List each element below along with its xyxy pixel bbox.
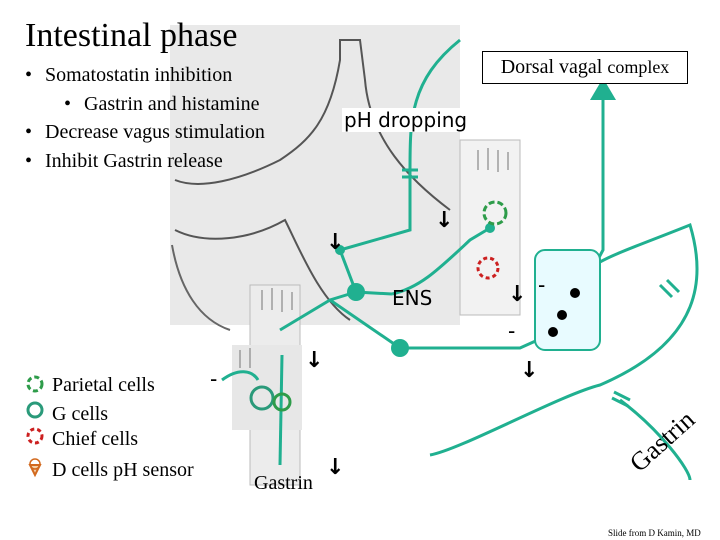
minus-sign: - [508, 318, 516, 343]
stomach-illustration [170, 25, 521, 486]
page-title: Intestinal phase [25, 17, 238, 54]
down-arrow-icon: ↓ [435, 208, 454, 233]
cell-markers [249, 200, 508, 412]
d-cell-legend-icon [28, 458, 42, 478]
villi [239, 148, 509, 368]
bullet-item: •Decrease vagus stimulation [25, 121, 265, 143]
minus-sign: - [210, 366, 218, 391]
down-arrow-icon: ↓ [326, 455, 345, 480]
pathway-nodes [335, 78, 616, 357]
down-arrow-icon: ↓ [520, 358, 539, 383]
legend-parietal: Parietal cells [52, 374, 155, 396]
parietal-legend-icon [26, 375, 44, 393]
gastrin-label-left: Gastrin [254, 472, 313, 494]
legend-chief: Chief cells [52, 428, 139, 450]
slide-credit: Slide from D Kamin, MD [608, 528, 701, 538]
legend-icons [26, 375, 44, 478]
down-arrow-icon: ↓ [326, 230, 345, 255]
bullet-item: •Somatostatin inhibition [25, 64, 233, 86]
legend-d-cells: D cells pH sensor [52, 459, 194, 481]
down-arrow-icon: ↓ [508, 282, 527, 307]
g-cell-legend-icon [26, 401, 44, 419]
minus-sign: - [538, 272, 546, 297]
block-marks [402, 168, 681, 408]
ens-label: ENS [392, 286, 433, 310]
inhibition-curve [221, 370, 260, 382]
ph-dropping-label: pH dropping [342, 108, 470, 132]
ens-ganglion [534, 249, 601, 351]
dorsal-vagal-complex-box: Dorsal vagal complex [482, 51, 688, 84]
chief-legend-icon [26, 427, 44, 445]
dvc-main-label: Dorsal vagal [500, 56, 603, 78]
bullet-item: •Inhibit Gastrin release [25, 150, 223, 172]
down-arrow-icon: ↓ [305, 348, 324, 373]
dvc-small-label: complex [607, 57, 670, 77]
sub-bullet-item: •Gastrin and histamine [64, 93, 260, 115]
legend-g-cells: G cells [52, 403, 109, 425]
